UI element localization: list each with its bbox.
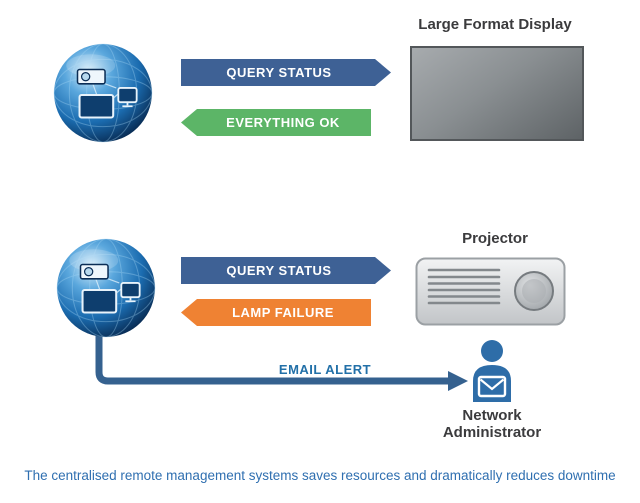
everything-ok-arrow: EVERYTHING OK <box>181 109 371 136</box>
network-administrator-label: Network Administrator <box>442 407 542 442</box>
caption-text: The centralised remote management system… <box>24 468 616 483</box>
projector-label: Projector <box>462 230 528 247</box>
projector-vent-lines <box>427 268 501 305</box>
projector-graphic <box>415 257 566 326</box>
display-label: Large Format Display <box>418 16 572 33</box>
lamp-failure-label: LAMP FAILURE <box>232 305 334 320</box>
globe-device-icons <box>79 263 141 314</box>
email-alert-label: EMAIL ALERT <box>278 362 372 377</box>
email-alert-arrow <box>95 328 468 391</box>
envelope-icon <box>477 375 507 398</box>
query-status-label-bottom: QUERY STATUS <box>226 263 332 278</box>
large-format-display-graphic <box>410 46 584 141</box>
query-status-label-top: QUERY STATUS <box>226 65 332 80</box>
network-globe-icon <box>53 43 153 143</box>
lamp-failure-arrow: LAMP FAILURE <box>181 299 371 326</box>
query-status-arrow-top: QUERY STATUS <box>181 59 391 86</box>
network-globe-icon <box>56 238 156 338</box>
everything-ok-label: EVERYTHING OK <box>226 115 340 130</box>
globe-device-icons <box>76 68 138 119</box>
query-status-arrow-bottom: QUERY STATUS <box>181 257 391 284</box>
network-administrator-icon <box>473 340 511 402</box>
